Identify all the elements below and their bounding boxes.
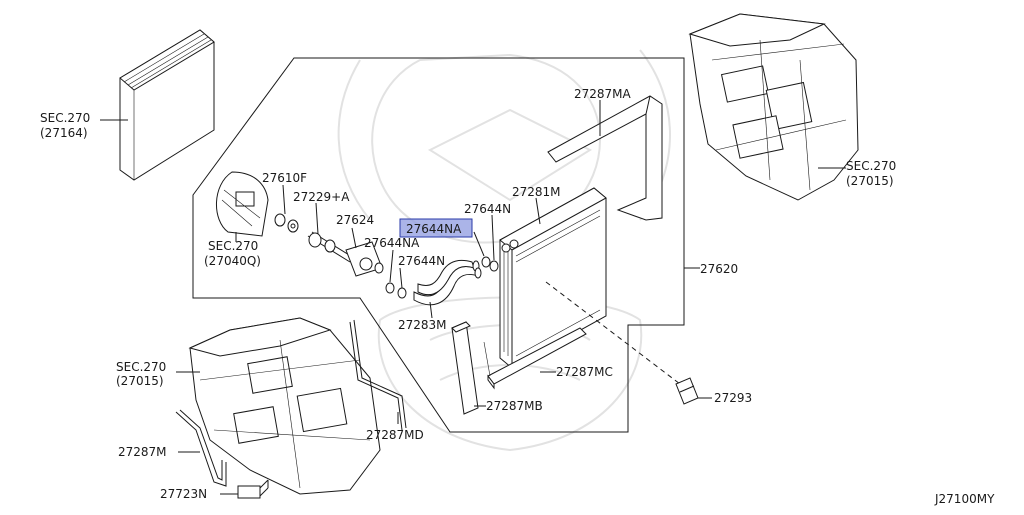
callout-27644n-top: 27644N [464,202,511,216]
callout-27620: 27620 [700,262,738,276]
callout-sec270-27164-b: (27164) [40,126,88,140]
callout-sec270-27040q-a: SEC.270 [208,239,258,253]
callout-sec270-27015-right-b: (27015) [846,174,894,188]
seal-27287mc [483,327,587,390]
callout-sec270-27015-left-a: SEC.270 [116,360,166,374]
callout-27281m: 27281M [512,185,561,199]
evaporator-core-27281m [499,187,607,369]
grommet-27610f [274,213,299,233]
callout-27287mb: 27287MB [486,399,543,413]
callout-27723n: 27723N [160,487,207,501]
o-ring-27644n-top [489,260,499,272]
callout-27229a: 27229+A [293,190,350,204]
callout-27624: 27624 [336,213,374,227]
bolt-27229a [307,231,355,263]
callout-27644na-left: 27644NA [364,236,420,250]
connector-27723n [237,479,269,499]
blower-cover-27040q [215,171,269,237]
seal-27287mb [451,321,479,415]
o-ring-27644n-mid [397,287,407,299]
callout-27287md: 27287MD [366,428,424,442]
expansion-valve-27624 [345,241,384,277]
callout-sec270-27015-right-a: SEC.270 [846,159,896,173]
filter-panel-27164 [119,29,215,181]
callout-27293: 27293 [714,391,752,405]
o-ring-27644na-highlight [481,256,491,268]
callout-sec270-27164-a: SEC.270 [40,111,90,125]
heater-housing-right-27015 [688,13,859,201]
evaporator-pipe-27283m [413,259,482,306]
callout-sec270-27015-left-b: (27015) [116,374,164,388]
callout-27644n-mid: 27644N [398,254,445,268]
o-ring-27644na-left [385,282,395,294]
callout-27287ma: 27287MA [574,87,632,101]
callout-27644na-highlight: 27644NA [406,222,462,236]
seal-27287m [175,411,227,487]
callout-27287m: 27287M [118,445,167,459]
assembly-boundary [192,57,685,433]
seal-27287ma [547,95,663,221]
sensor-27293 [675,377,699,405]
highlight-box-27644na [399,218,473,238]
heater-housing-left-27015 [188,317,381,495]
seal-27287md [349,321,403,431]
sensor-alignment-dash [545,281,681,385]
callout-27283m: 27283M [398,318,447,332]
diagram-code: J27100MY [934,492,995,506]
callout-27610f: 27610F [262,171,307,185]
callout-sec270-27040q-b: (27040Q) [204,254,261,268]
callout-27287mc: 27287MC [556,365,613,379]
